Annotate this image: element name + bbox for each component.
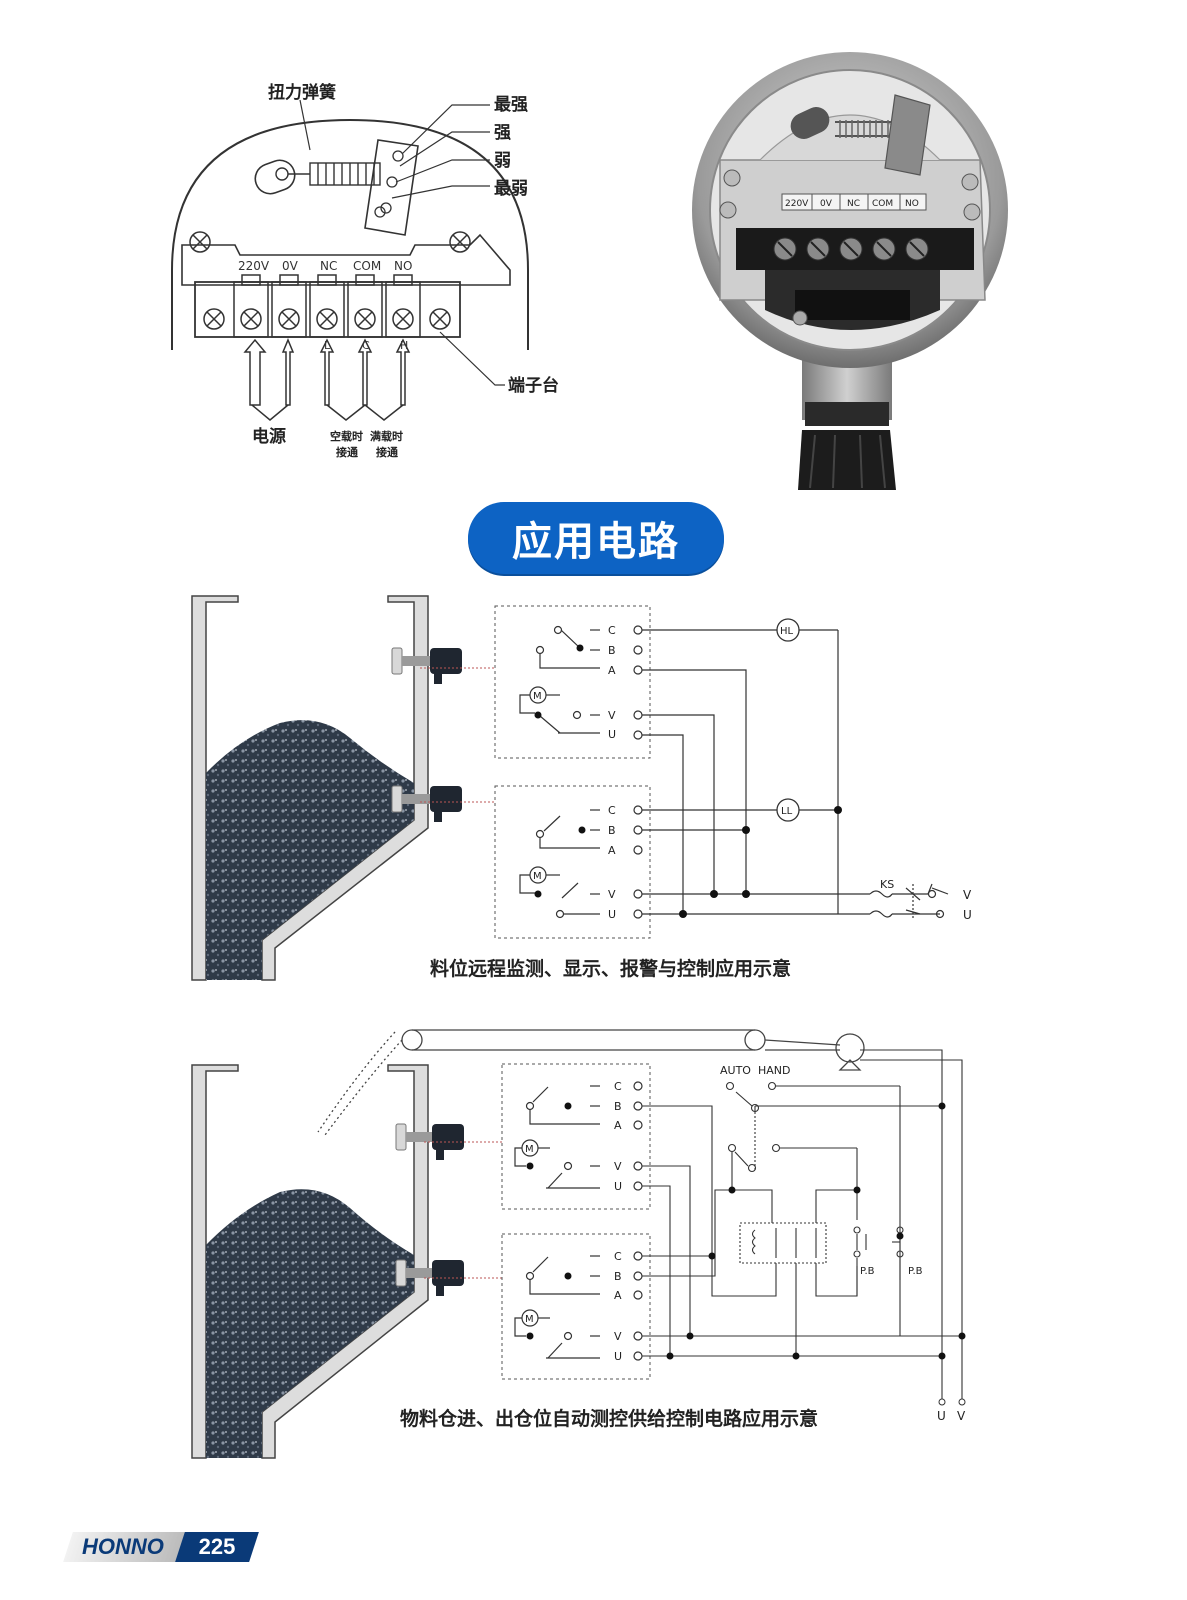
unit2-motor-label: M [533, 871, 542, 882]
unitB-terminal-b: B [614, 1270, 622, 1283]
level-sensor-upper [395, 1123, 464, 1160]
level-strong: 强 [494, 123, 511, 143]
unitA-terminal-b: B [614, 1100, 622, 1113]
supply-v-label-2: V [957, 1409, 966, 1423]
unit1-terminal-u: U [608, 728, 616, 741]
footer-page-number: 225 [175, 1532, 259, 1562]
supply-u-label-2: U [937, 1409, 946, 1423]
unit1-motor-label: M [533, 691, 542, 702]
footer-brand-text: HONNO [82, 1534, 164, 1559]
unit1-terminal-b: B [608, 644, 616, 657]
photo-terminal-220v: 220V [785, 199, 809, 209]
lamp-low-label: LL [781, 806, 793, 817]
supply-v-label: V [963, 888, 972, 902]
photo-terminal-com: COM [872, 199, 893, 209]
mode-hand-label: HAND [758, 1064, 791, 1077]
supply-u-label: U [963, 908, 972, 922]
switch-label: KS [880, 878, 894, 891]
photo-terminal-no: NO [905, 199, 919, 209]
terminal-label-220v: 220V [238, 259, 270, 273]
level-strongest: 最强 [494, 95, 528, 115]
level-weak: 弱 [494, 151, 511, 171]
unitA-terminal-a: A [614, 1119, 622, 1132]
unitB-motor-label: M [525, 1314, 534, 1325]
terminal-label-0v: 0V [282, 259, 299, 273]
circuit-diagram-2: M C B A V U M C B A V U [191, 1029, 966, 1459]
level-sensor-low [391, 785, 462, 822]
section-title: 应用电路 [468, 502, 724, 574]
level-sensor-lower [395, 1259, 464, 1296]
unit1-terminal-a: A [608, 664, 616, 677]
terminal-mark-h: H [400, 339, 408, 352]
terminal-mark-l: L [324, 339, 331, 352]
lamp-high-label: HL [780, 626, 794, 637]
pushbutton-label-2: P.B [908, 1266, 923, 1277]
unitA-terminal-c: C [614, 1080, 622, 1093]
terminal-label-com: COM [353, 259, 381, 273]
full-load-label-2: 接通 [376, 445, 398, 459]
circuit-diagram-1: M C B A V U M C B A V U HL LL [191, 595, 972, 981]
unit2-terminal-u: U [608, 908, 616, 921]
empty-load-label-2: 接通 [336, 445, 358, 459]
unit2-terminal-c: C [608, 804, 616, 817]
circuit1-caption: 料位远程监测、显示、报警与控制应用示意 [430, 958, 792, 980]
unit2-terminal-a: A [608, 844, 616, 857]
silo2-material [206, 1189, 414, 1458]
product-photo: 220V 0V NC COM NO [692, 52, 1008, 490]
terminal-label-no: NO [394, 259, 412, 273]
footer-brand: HONNO [63, 1532, 191, 1562]
pushbutton-label-1: P.B [860, 1266, 875, 1277]
terminal-mark-c: C [362, 339, 370, 352]
mode-auto-label: AUTO [720, 1064, 751, 1077]
unit2-terminal-v: V [608, 888, 616, 901]
circuit2-caption: 物料仓进、出仓位自动测控供给控制电路应用示意 [400, 1408, 819, 1430]
unitA-terminal-v: V [614, 1160, 622, 1173]
unit1-terminal-c: C [608, 624, 616, 637]
full-load-label-1: 满载时 [370, 429, 403, 443]
unit2-terminal-b: B [608, 824, 616, 837]
photo-terminal-nc: NC [847, 199, 860, 209]
unitA-motor-label: M [525, 1144, 534, 1155]
unitB-terminal-u: U [614, 1350, 622, 1363]
unitA-terminal-u: U [614, 1180, 622, 1193]
power-label: 电源 [252, 426, 286, 447]
wiring-diagram: 扭力弹簧 最强 强 弱 最弱 220V 0V NC COM NO L C H 端… [171, 82, 559, 459]
unitB-terminal-c: C [614, 1250, 622, 1263]
unitB-terminal-v: V [614, 1330, 622, 1343]
unit1-terminal-v: V [608, 709, 616, 722]
level-weakest: 最弱 [494, 179, 528, 199]
photo-terminal-0v: 0V [820, 199, 833, 209]
unitB-terminal-a: A [614, 1289, 622, 1302]
terminal-block-label: 端子台 [508, 375, 559, 396]
empty-load-label-1: 空载时 [330, 429, 363, 443]
silo-material [206, 720, 414, 980]
spring-label: 扭力弹簧 [268, 82, 336, 103]
terminal-label-nc: NC [320, 259, 337, 273]
footer-page-text: 225 [198, 1534, 236, 1559]
